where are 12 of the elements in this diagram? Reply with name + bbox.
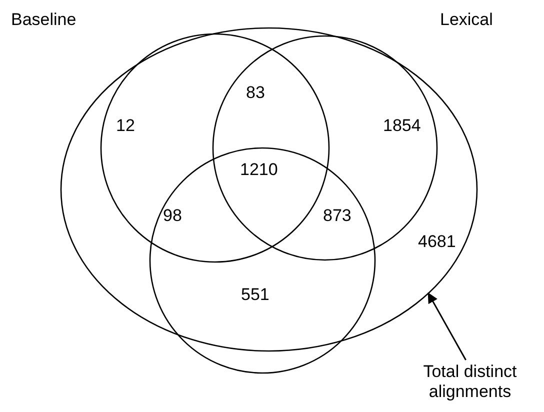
arrow — [428, 292, 466, 360]
region-count: 98 — [163, 206, 182, 226]
region-count: 551 — [241, 285, 270, 305]
region-count: 873 — [323, 206, 352, 226]
region-count: 1854 — [383, 116, 421, 136]
set-label: Lexical — [440, 10, 493, 30]
region-count: 1210 — [240, 160, 278, 180]
region-count: 83 — [246, 83, 265, 103]
region-count: 12 — [116, 116, 135, 136]
set-label: Baseline — [11, 10, 76, 30]
total-count: 4681 — [418, 232, 456, 252]
callout-text: Total distinct alignments — [422, 362, 518, 402]
